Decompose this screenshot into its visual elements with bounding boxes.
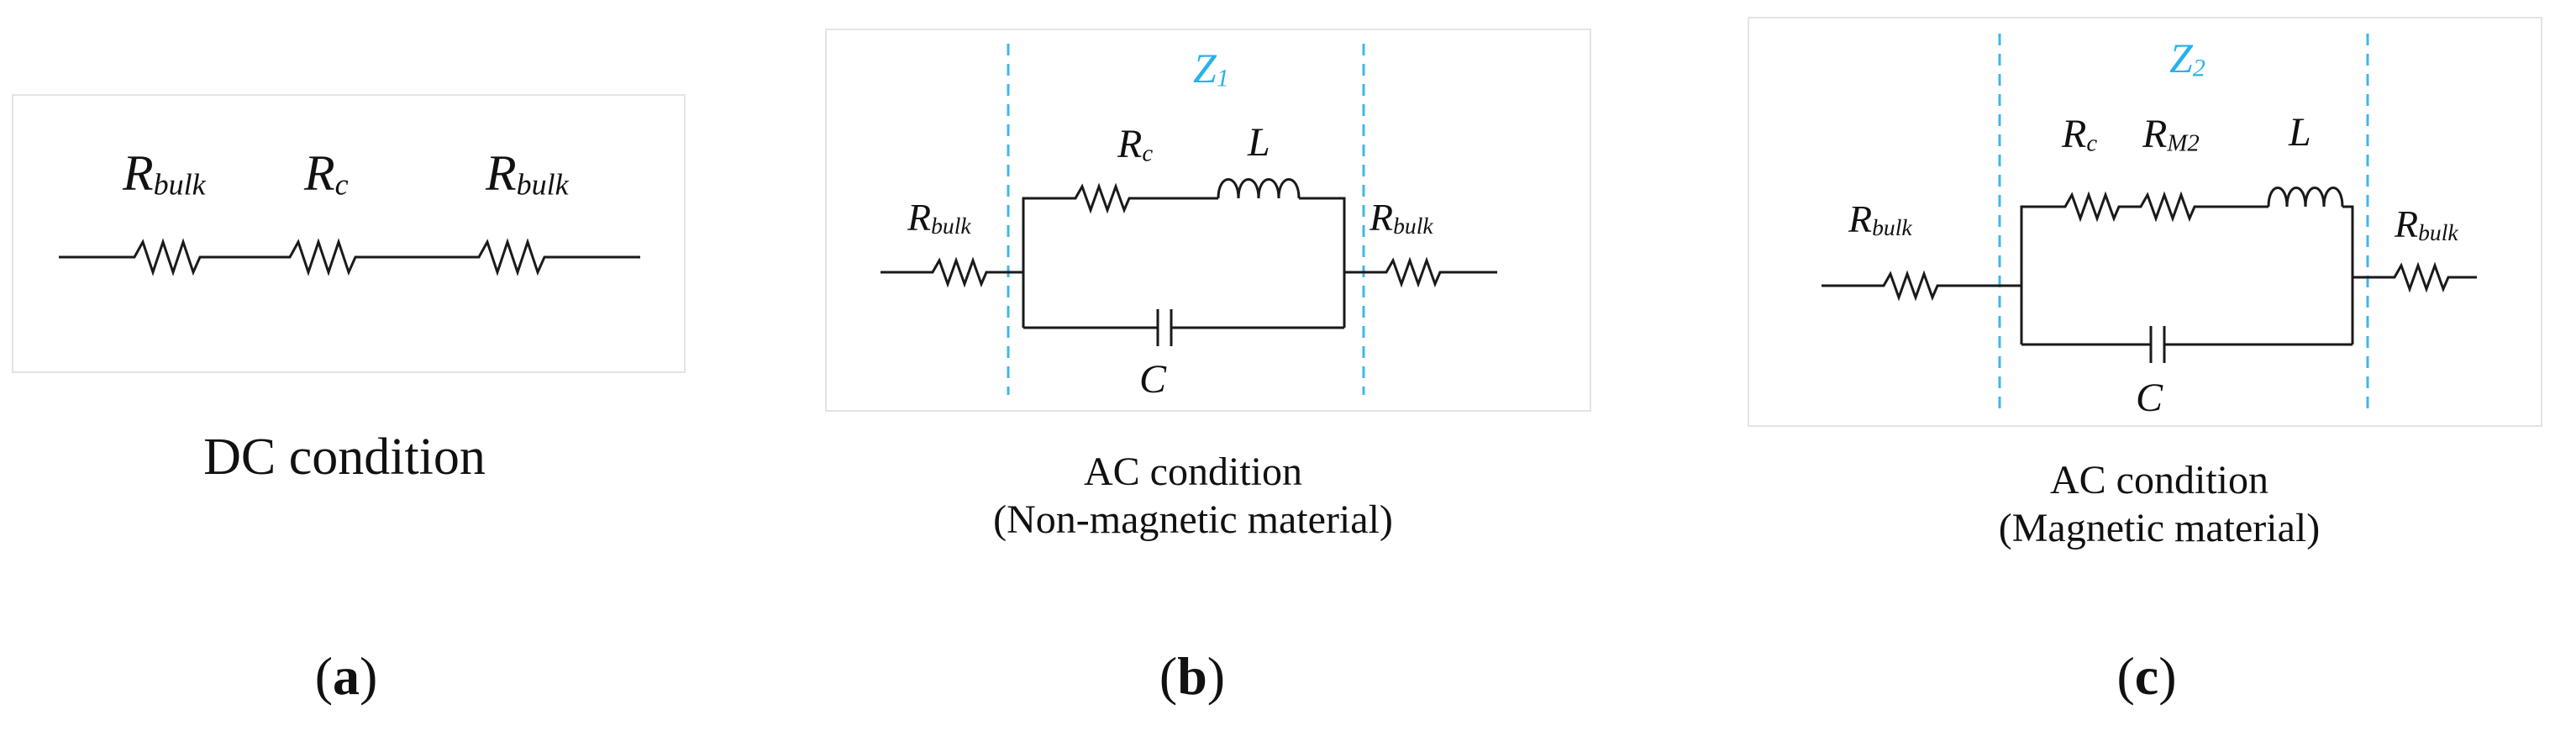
ac-circuit-nonmagnetic xyxy=(881,44,1497,395)
label-l-c: L xyxy=(2289,110,2311,155)
ac-circuit-magnetic xyxy=(1822,34,2477,410)
caption-c-line2: (Magnetic material) xyxy=(1998,505,2321,550)
caption-c-line1: AC condition xyxy=(2050,458,2268,502)
wire-right xyxy=(2353,261,2477,293)
label-rc-c: Rc xyxy=(2062,112,2098,157)
wire-top-right xyxy=(1299,197,1346,328)
panel-label-b: (b) xyxy=(1159,646,1226,706)
dc-circuit xyxy=(59,238,640,276)
panel-c: Z2 Rc RM2 L Rbulk Rbulk C AC condition (… xyxy=(1731,0,2576,731)
label-r-bulk-b-right: Rbulk xyxy=(1369,196,1433,239)
dc-wire xyxy=(59,238,640,276)
wire-top-branch xyxy=(1022,182,1218,328)
caption-b-line2: (Non-magnetic material) xyxy=(993,497,1393,542)
wire-right xyxy=(1344,256,1497,288)
label-rc-a: Rc xyxy=(304,145,349,202)
wire-left xyxy=(881,256,1023,288)
panel-a: Rbulk Rc Rbulk DC condition (a) xyxy=(0,0,723,731)
caption-b: AC condition (Non-magnetic material) xyxy=(916,449,1470,544)
inductor-l-c xyxy=(2267,187,2344,208)
panel-b: Z1 Rc L Rbulk Rbulk C AC condition (Non-… xyxy=(807,0,1647,731)
label-r-bulk-a1: Rbulk xyxy=(123,145,206,202)
impedance-label-z1: Z1 xyxy=(1193,45,1229,92)
panel-label-a: (a) xyxy=(314,646,378,706)
label-r-bulk-a2: Rbulk xyxy=(486,145,569,202)
caption-a: DC condition xyxy=(203,429,486,486)
caption-c: AC condition (Magnetic material) xyxy=(1882,457,2437,552)
circuit-frame-a xyxy=(12,94,686,373)
label-r-bulk-b-left: Rbulk xyxy=(907,196,971,239)
circuit-frame-c xyxy=(1748,17,2542,427)
inductor-l-b xyxy=(1217,178,1301,199)
wire-left xyxy=(1822,270,2021,302)
label-rc-b: Rc xyxy=(1117,122,1154,167)
wire-top-right xyxy=(2342,205,2354,344)
label-r-bulk-c-left: Rbulk xyxy=(1848,197,1912,241)
panel-label-c: (c) xyxy=(2116,646,2177,706)
label-r-bulk-c-right: Rbulk xyxy=(2395,202,2458,246)
label-c-c: C xyxy=(2136,376,2163,420)
label-c-b: C xyxy=(1139,357,1167,402)
impedance-label-z2: Z2 xyxy=(2169,34,2205,82)
label-rm2-c: RM2 xyxy=(2142,112,2200,157)
wire-top-branch xyxy=(2020,191,2268,344)
label-l-b: L xyxy=(1248,120,1270,165)
circuit-frame-b xyxy=(825,29,1591,412)
caption-b-line1: AC condition xyxy=(1084,450,1302,494)
